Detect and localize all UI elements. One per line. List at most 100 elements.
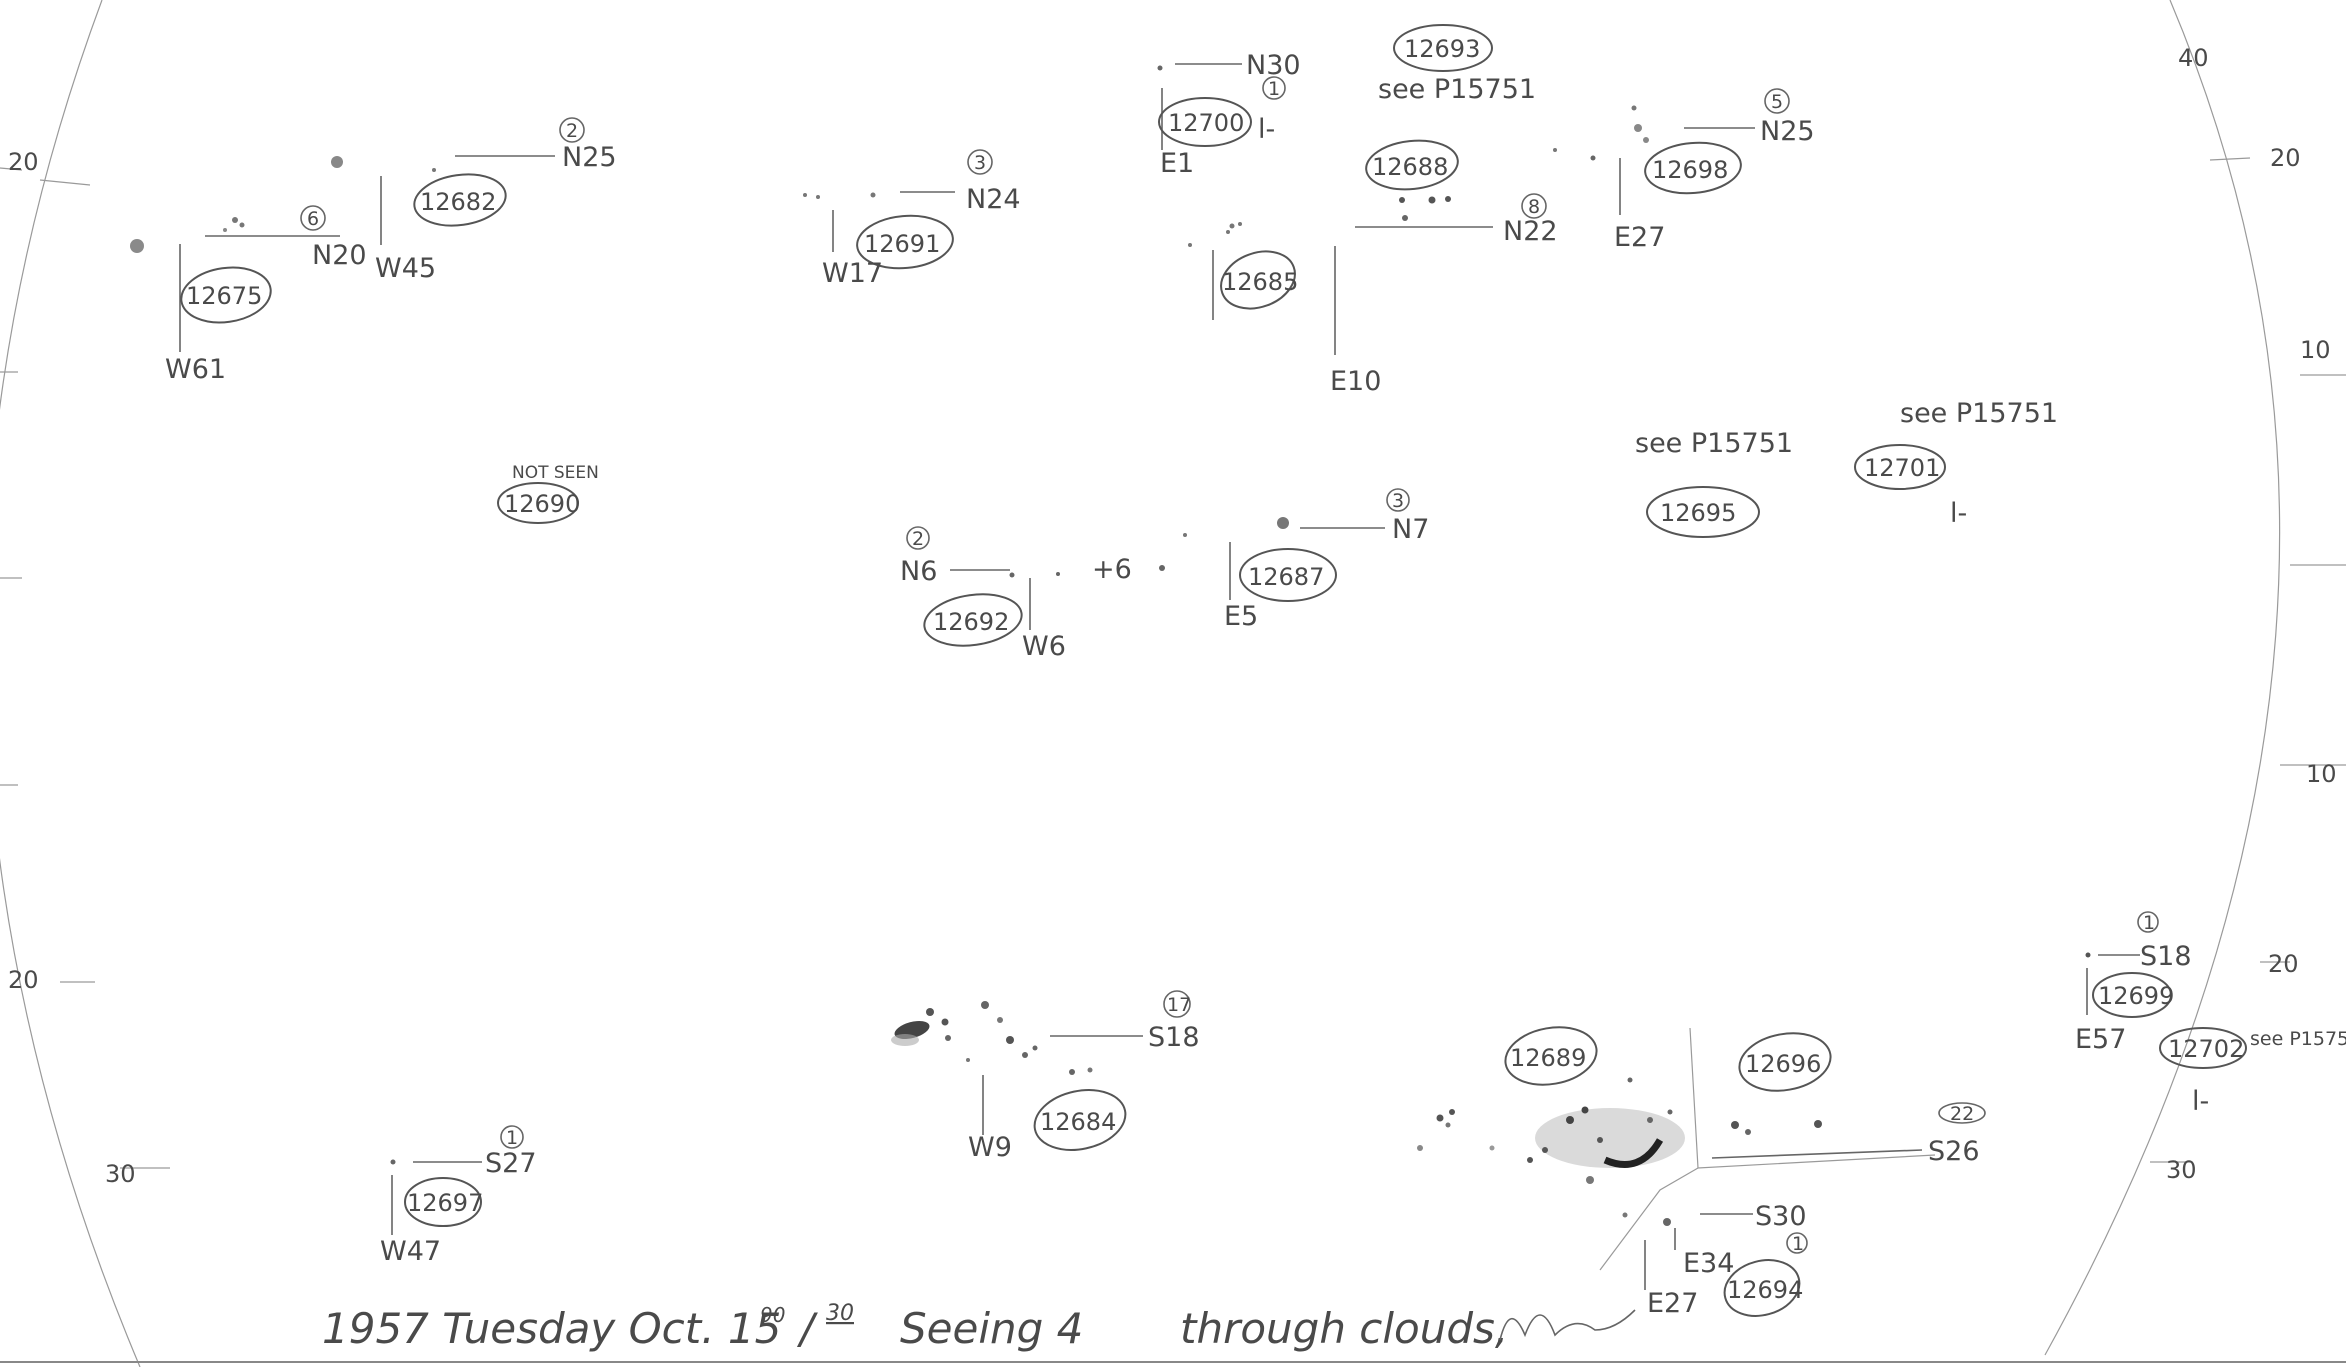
drawing-mark xyxy=(891,1034,919,1046)
limb-label: 20 xyxy=(2268,950,2299,978)
sunspot-group-12690: NOT SEEN 12690 xyxy=(497,463,599,524)
latitude-label: N6 xyxy=(900,556,937,587)
sunspot-group-12692: 12692 2 N6 W6 +6 xyxy=(900,526,1187,662)
latitude-label: N25 xyxy=(562,142,617,173)
limb-label: 20 xyxy=(2270,144,2301,172)
latitude-label: S18 xyxy=(2140,941,2192,972)
drawing-mark xyxy=(1428,196,1436,204)
region-number: 12675 xyxy=(186,282,262,310)
drawing-mark xyxy=(997,1017,1003,1023)
drawing-mark xyxy=(2209,157,2251,161)
note-label: l- xyxy=(2192,1086,2209,1117)
sunspot-group-12684: 12684 17 S18 W9 xyxy=(891,990,1200,1163)
longitude-label: E5 xyxy=(1224,601,1258,632)
see-reference: see P15751 xyxy=(1635,428,1793,459)
limb-label: 30 xyxy=(2166,1156,2197,1184)
drawing-mark xyxy=(1938,1102,1986,1124)
sunspot-group-12682: 12682 2 N25 W45 xyxy=(331,117,617,284)
drawing-mark xyxy=(1663,1218,1671,1226)
region-number: 12691 xyxy=(864,230,940,258)
region-number: 12699 xyxy=(2098,982,2174,1010)
not-seen-note: NOT SEEN xyxy=(512,463,599,483)
drawing-mark xyxy=(1764,88,1790,114)
drawing-mark xyxy=(870,192,876,198)
spot-count: 5 xyxy=(1771,91,1783,113)
footer-date: 1957 Tuesday Oct. 15 xyxy=(322,1304,781,1353)
drawing-mark xyxy=(1399,197,1405,203)
sunspot-group-12700: 12700 1 N30 E1 l- xyxy=(1157,50,1301,179)
longitude-label: E10 xyxy=(1330,366,1381,397)
drawing-mark xyxy=(404,1177,482,1227)
drawing-mark xyxy=(1521,193,1547,219)
drawing-mark xyxy=(1239,548,1337,602)
sunspot-group-12698: 12698 5 N25 E27 xyxy=(1553,88,1815,253)
drawing-mark xyxy=(497,482,579,524)
spot-count: 1 xyxy=(2143,912,2155,934)
region-number: 12687 xyxy=(1248,563,1324,591)
drawing-mark xyxy=(1711,1149,1923,1159)
longitude-label: W6 xyxy=(1022,631,1066,662)
latitude-label: S26 xyxy=(1928,1136,1980,1167)
drawing-mark xyxy=(1445,196,1451,202)
drawing-mark xyxy=(1393,24,1493,72)
drawing-mark xyxy=(1586,1176,1594,1184)
drawing-mark xyxy=(1634,124,1642,132)
drawing-mark xyxy=(232,217,238,223)
region-number: 12684 xyxy=(1040,1108,1116,1136)
drawing-mark xyxy=(2085,952,2091,958)
drawing-mark xyxy=(1069,1069,1075,1075)
longitude-label: W61 xyxy=(165,354,226,385)
note-label: l- xyxy=(1258,114,1275,145)
region-number: 12692 xyxy=(933,608,1009,636)
spot-count: 2 xyxy=(566,120,578,142)
sunspot-group-12702: 12702 see P15751 l- xyxy=(2159,1027,2346,1117)
longitude-label: E27 xyxy=(1614,222,1665,253)
drawing-mark xyxy=(1436,1114,1444,1122)
drawing-mark xyxy=(1527,1157,1533,1163)
longitude-label: E57 xyxy=(2075,1024,2126,1055)
drawing-mark xyxy=(1738,1032,1832,1092)
drawing-mark xyxy=(967,149,993,175)
right-limb-ticks xyxy=(2150,157,2346,1163)
drawing-mark xyxy=(1731,1121,1739,1129)
region-number: 12697 xyxy=(407,1189,483,1217)
drawing-mark xyxy=(1365,139,1459,191)
spot-count: 6 xyxy=(307,208,319,230)
drawing-mark xyxy=(1032,1045,1038,1051)
longitude-label: W45 xyxy=(375,253,436,284)
drawing-mark xyxy=(1854,444,1946,490)
latitude-label: N22 xyxy=(1503,216,1558,247)
longitude-label: W17 xyxy=(822,258,883,289)
drawing-mark xyxy=(1229,223,1235,229)
drawing-mark xyxy=(1183,533,1187,537)
limb-label: 20 xyxy=(8,966,39,994)
drawing-mark xyxy=(1006,1036,1014,1044)
drawing-mark xyxy=(1087,1067,1093,1073)
sunspot-group-12695: see P15751 12695 xyxy=(1635,428,1793,538)
drawing-mark xyxy=(1163,990,1191,1018)
drawing-mark xyxy=(856,214,954,270)
drawing-mark xyxy=(1745,1129,1751,1135)
drawing-mark xyxy=(1277,517,1289,529)
drawing-mark xyxy=(1603,1138,1664,1168)
drawing-mark xyxy=(1553,148,1557,152)
footer-time-fraction: 90 xyxy=(760,1303,785,1327)
drawing-mark xyxy=(1157,65,1163,71)
sunspot-group-12689: 12689 xyxy=(1417,1026,1633,1151)
latitude-label: N25 xyxy=(1760,116,1815,147)
latitude-label: N20 xyxy=(312,240,367,271)
latitude-label: S18 xyxy=(1148,1022,1200,1053)
drawing-mark xyxy=(1723,1259,1801,1317)
drawing-mark xyxy=(413,173,507,227)
latitude-label: N24 xyxy=(966,184,1021,215)
drawing-mark xyxy=(1402,215,1408,221)
drawing-mark xyxy=(1643,137,1649,143)
longitude-label: E34 xyxy=(1683,1248,1734,1279)
limb-label: 40 xyxy=(2178,44,2209,72)
drawing-mark xyxy=(1449,1109,1455,1115)
drawing-mark xyxy=(1022,1052,1028,1058)
spot-count: 3 xyxy=(1392,490,1404,512)
drawing-mark xyxy=(1644,141,1742,195)
drawing-mark xyxy=(1667,1109,1673,1115)
sunspot-group-12699: 12699 1 S18 E57 xyxy=(2075,911,2192,1055)
